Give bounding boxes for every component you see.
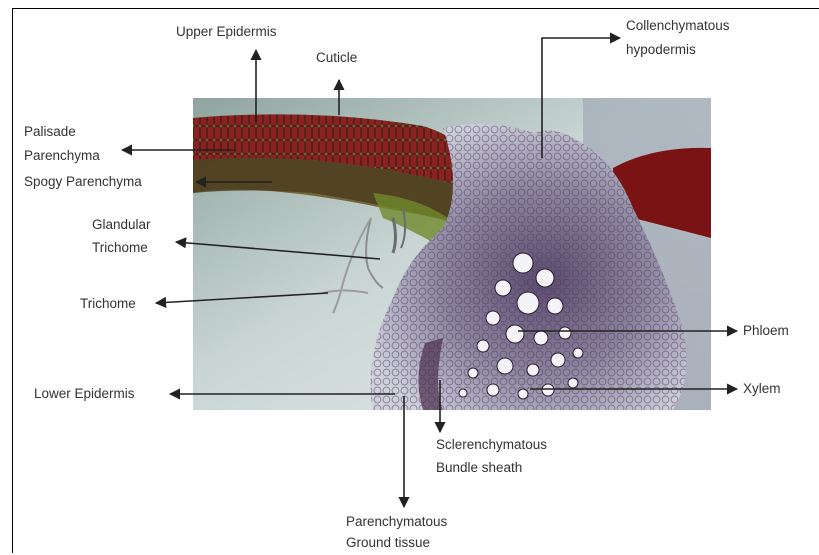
label-glandular-2: Trichome	[92, 236, 148, 260]
label-parenchymatous-2: Ground tissue	[346, 531, 430, 555]
label-collenchymatous-1: Collenchymatous	[626, 14, 730, 38]
label-spongy: Spogy Parenchyma	[24, 170, 142, 194]
label-sclerenchymatous-2: Bundle sheath	[436, 456, 522, 480]
top-border	[12, 8, 819, 9]
left-border	[12, 8, 13, 553]
label-upper-epidermis: Upper Epidermis	[176, 20, 277, 44]
label-palisade-1: Palisade	[24, 120, 76, 144]
label-cuticle: Cuticle	[316, 46, 357, 70]
label-collenchymatous-2: hypodermis	[626, 38, 696, 62]
label-sclerenchymatous-1: Sclerenchymatous	[436, 433, 547, 457]
label-glandular-1: Glandular	[92, 213, 151, 237]
leaf-cross-section-micrograph	[193, 98, 711, 410]
label-lower-epidermis: Lower Epidermis	[34, 382, 135, 406]
label-trichome: Trichome	[80, 292, 136, 316]
label-phloem: Phloem	[743, 319, 789, 343]
label-xylem: Xylem	[743, 377, 781, 401]
label-palisade-2: Parenchyma	[24, 144, 100, 168]
